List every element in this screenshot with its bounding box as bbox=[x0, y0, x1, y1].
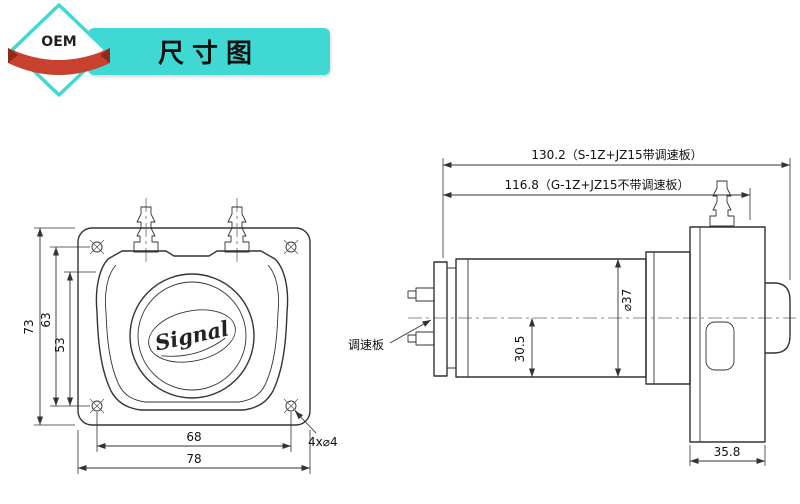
dim-length-with-board-label: 130.2（S-1Z+JZ15带调速板） bbox=[531, 148, 702, 162]
badge-ribbon-icon bbox=[8, 48, 110, 75]
badge-ribbon-fold-icon bbox=[100, 48, 110, 63]
signal-logo-text: Signal bbox=[153, 316, 231, 356]
holes-callout-label: 4x⌀4 bbox=[308, 435, 338, 449]
outlet-port-icon bbox=[224, 206, 250, 253]
speed-board bbox=[433, 261, 448, 377]
badge-text: OEM bbox=[41, 34, 76, 50]
signal-logo: Signal bbox=[148, 309, 236, 363]
pump-head-cover bbox=[129, 273, 255, 399]
corner-hole bbox=[89, 239, 105, 255]
dim-axis-height-label: 30.5 bbox=[513, 336, 527, 363]
front-view: Signal 73 63 53 bbox=[22, 198, 338, 474]
side-dimensions: 130.2（S-1Z+JZ15带调速板） 116.8（G-1Z+JZ15不带调速… bbox=[348, 148, 791, 466]
connector-pin bbox=[415, 331, 435, 346]
dim-hole-spacing-h-label: 68 bbox=[186, 430, 201, 444]
side-port-icon bbox=[709, 180, 735, 227]
badge-diamond-icon bbox=[10, 3, 108, 97]
connector-pin bbox=[415, 287, 435, 302]
corner-hole bbox=[89, 398, 105, 414]
corner-hole bbox=[283, 239, 299, 255]
oem-badge-icon: OEM bbox=[8, 3, 110, 97]
speed-board-assembly bbox=[407, 261, 457, 377]
inlet-port-icon bbox=[133, 206, 159, 253]
pump-head-inner-outline bbox=[105, 264, 279, 403]
dim-length-without-board-label: 116.8（G-1Z+JZ15不带调速板） bbox=[505, 178, 690, 192]
pump-head-detail bbox=[705, 321, 735, 371]
side-view: 130.2（S-1Z+JZ15带调速板） 116.8（G-1Z+JZ15不带调速… bbox=[348, 148, 796, 466]
oem-badge: OEM bbox=[4, 2, 114, 102]
dim-plate-width-label: 78 bbox=[186, 452, 201, 466]
pump-head-cover-inner bbox=[137, 281, 247, 391]
front-dimensions: 73 63 53 68 78 4x⌀4 bbox=[22, 227, 338, 474]
dim-body-height-label: 53 bbox=[53, 337, 67, 352]
pump-cover-side bbox=[765, 282, 791, 354]
connector-pin-tip bbox=[407, 334, 417, 343]
pump-head-top-edge bbox=[107, 250, 276, 260]
connector-pin-tip bbox=[407, 290, 417, 299]
pump-head-side bbox=[689, 226, 766, 443]
dim-hole-spacing-v-label: 63 bbox=[39, 312, 53, 327]
page-title: 尺寸图 bbox=[157, 39, 260, 69]
title-bar: 尺寸图 bbox=[88, 28, 330, 75]
dim-head-width-label: 35.8 bbox=[714, 445, 741, 459]
dim-motor-diameter-label: ⌀37 bbox=[620, 289, 634, 312]
corner-hole bbox=[283, 398, 299, 414]
pump-head-outline bbox=[95, 258, 289, 411]
speed-board-callout-label: 调速板 bbox=[348, 338, 384, 352]
mounting-plate bbox=[77, 227, 311, 426]
dim-plate-height-label: 73 bbox=[22, 319, 36, 334]
badge-ribbon-fold-icon bbox=[8, 48, 18, 63]
